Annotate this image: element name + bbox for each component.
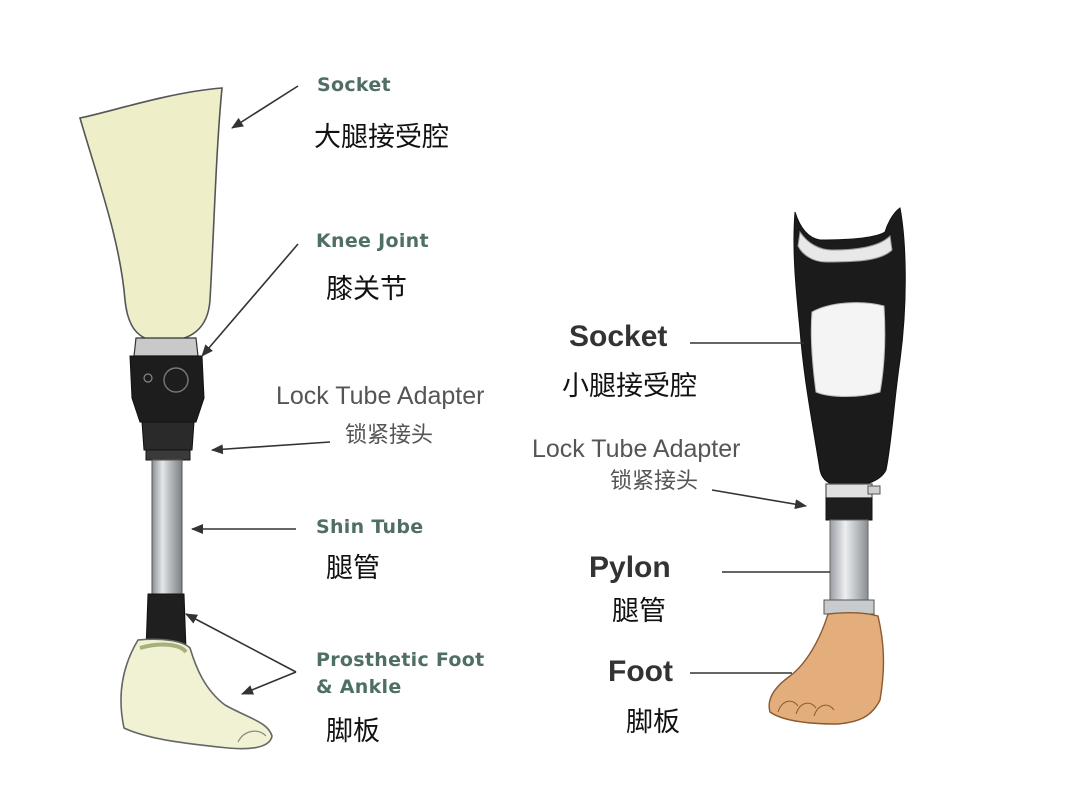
right-foot-label-cn: 脚板 (626, 707, 680, 738)
right-pylon-shape (829, 519, 869, 603)
right-leaders (690, 342, 830, 674)
left-socket-label-cn: 大腿接受腔 (314, 122, 449, 153)
left-foot-ankle-label-line1: Prosthetic Foot (316, 649, 485, 671)
left-shin-tube-label-cn: 腿管 (326, 553, 380, 584)
left-knee-joint-label-cn: 膝关节 (326, 274, 407, 305)
arrow-socket (231, 85, 299, 129)
left-prosthesis (78, 87, 273, 750)
left-knee-joint-shape (129, 355, 205, 423)
arrow-lock-tube-adapter (211, 441, 331, 455)
right-foot-label: Foot (608, 655, 673, 688)
left-socket-shape (78, 87, 223, 343)
right-lock-adapter-shape (825, 483, 873, 499)
left-lock-tube-adapter-label-cn: 锁紧接头 (345, 423, 434, 448)
left-shin-tube-shape (151, 459, 183, 595)
left-leaders (185, 85, 331, 695)
left-lock-adapter-shape (141, 421, 195, 451)
left-knee-joint-label: Knee Joint (316, 230, 429, 252)
left-foot-ankle-label-line2: & Ankle (316, 676, 402, 698)
right-prosthesis (768, 207, 906, 725)
right-pylon-label: Pylon (589, 551, 671, 584)
right-foot-shape (768, 611, 885, 725)
left-lock-tube-adapter-label: Lock Tube Adapter (276, 382, 485, 410)
arrow-foot-lower (241, 671, 297, 695)
right-pylon-label-cn: 腿管 (612, 596, 666, 627)
left-socket-label: Socket (317, 74, 391, 96)
left-foot-ankle-label-cn: 脚板 (326, 716, 380, 747)
right-socket-label: Socket (569, 320, 668, 353)
right-lock-tube-adapter-label-cn: 锁紧接头 (610, 469, 699, 494)
left-shin-tube-label: Shin Tube (316, 516, 424, 538)
arrow-knee-joint (201, 243, 299, 357)
left-foot-shape (120, 638, 273, 750)
left-knee-ring (133, 337, 199, 357)
leader-right-lock-adapter (711, 489, 807, 510)
arrow-foot-upper (185, 613, 297, 673)
right-socket-panel (810, 302, 886, 397)
right-lock-tube-adapter-label: Lock Tube Adapter (532, 435, 741, 463)
right-socket-label-cn: 小腿接受腔 (562, 371, 697, 402)
